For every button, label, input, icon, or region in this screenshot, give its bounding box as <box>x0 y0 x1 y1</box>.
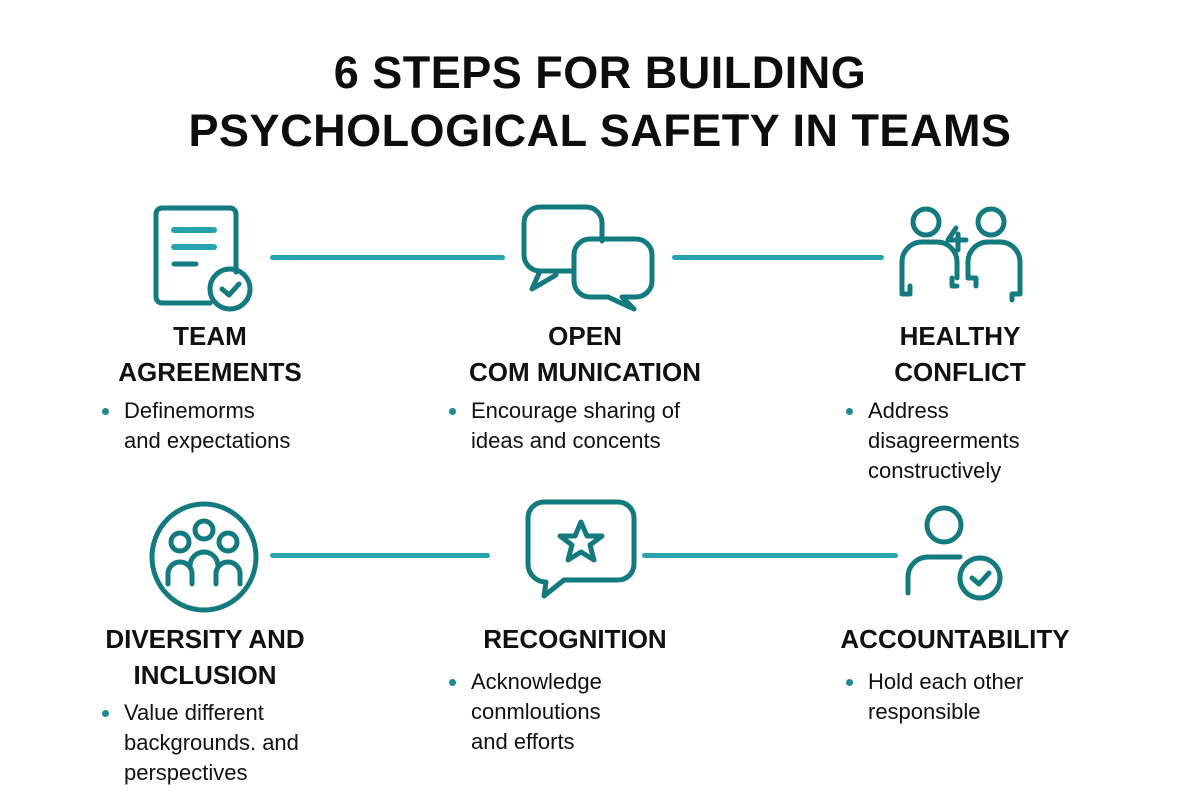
step-4-title-line: DIVERSITY AND <box>105 624 305 654</box>
connector-2-3 <box>672 255 884 260</box>
step-4-title: DIVERSITY AND INCLUSION <box>90 621 320 693</box>
bullet-icon <box>449 679 456 686</box>
step-1-desc-line: Definemorms <box>124 398 255 423</box>
bullet-icon <box>102 408 109 415</box>
step-6-title-line: ACCOUNTABILITY <box>840 624 1070 654</box>
step-5-desc-line: and efforts <box>471 729 575 754</box>
step-5-desc-line: conmloutions <box>471 699 601 724</box>
step-2-title-line: COM MUNICATION <box>468 357 702 387</box>
step-2-title: OPEN COM MUNICATION <box>440 318 730 390</box>
group-circle-icon <box>146 500 262 614</box>
step-4-desc-line: perspectives <box>124 760 248 785</box>
bullet-icon <box>102 710 109 717</box>
step-2-description: Encourage sharing of ideas and concents <box>449 396 681 456</box>
step-1-description: Definemorms and expectations <box>102 396 291 456</box>
step-3-description: Address disagreerments constructively <box>846 396 1020 486</box>
document-check-icon <box>150 200 260 312</box>
step-2-desc-line: Encourage sharing of <box>471 398 681 423</box>
step-3-title-line: CONFLICT <box>894 357 1026 387</box>
bullet-icon <box>846 408 853 415</box>
step-6-desc-line: responsible <box>868 699 981 724</box>
step-1-desc-line: and expectations <box>124 428 291 453</box>
step-5-title: RECOGNITION <box>460 621 690 657</box>
step-6-title: ACCOUNTABILITY <box>820 621 1090 657</box>
step-1-title-line: AGREEMENTS <box>118 357 302 387</box>
step-6-description: Hold each other responsible <box>846 667 1024 727</box>
title-line-2: PSYCHOLOGICAL SAFETY IN TEAMS <box>188 105 1012 156</box>
step-3-desc-line: constructively <box>868 458 1002 483</box>
step-5-description: Acknowledge conmloutions and efforts <box>449 667 602 757</box>
connector-5-6 <box>642 553 898 558</box>
person-check-icon <box>904 505 1004 605</box>
step-2-title-line: OPEN <box>548 321 622 351</box>
star-speech-bubble-icon <box>524 498 638 606</box>
step-4-desc-line: backgrounds. and <box>124 730 299 755</box>
bullet-icon <box>846 679 853 686</box>
step-3-title-line: HEALTHY <box>899 321 1021 351</box>
people-conflict-icon <box>892 204 1032 304</box>
connector-1-2 <box>270 255 505 260</box>
step-6-desc-line: Hold each other <box>868 669 1024 694</box>
step-5-title-line: RECOGNITION <box>483 624 667 654</box>
page-title: 6 STEPS FOR BUILDING PSYCHOLOGICAL SAFET… <box>0 44 1200 160</box>
step-5-desc-line: Acknowledge <box>471 669 602 694</box>
step-4-desc-line: Value different <box>124 700 264 725</box>
step-1-title: TEAM AGREEMENTS <box>90 318 330 390</box>
chat-bubbles-icon <box>518 203 658 315</box>
step-1-title-line: TEAM <box>173 321 247 351</box>
title-line-1: 6 STEPS FOR BUILDING <box>333 47 867 98</box>
step-4-title-line: INCLUSION <box>133 660 277 690</box>
connector-4-5 <box>270 553 490 558</box>
step-3-title: HEALTHY CONFLICT <box>860 318 1060 390</box>
step-4-description: Value different backgrounds. and perspec… <box>102 698 299 788</box>
step-3-desc-line: Address <box>868 398 949 423</box>
bullet-icon <box>449 408 456 415</box>
step-2-desc-line: ideas and concents <box>471 428 661 453</box>
step-3-desc-line: disagreerments <box>868 428 1020 453</box>
